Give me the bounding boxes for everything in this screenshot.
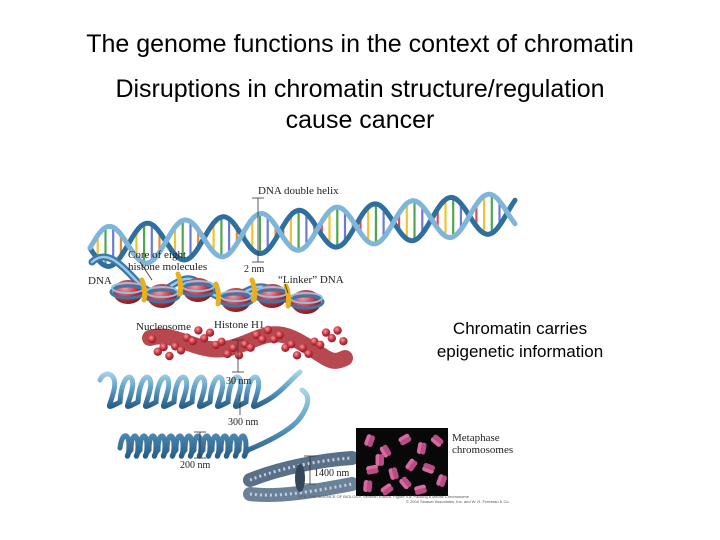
label-dna: DNA (88, 275, 112, 287)
epigenetic-note: Chromatin carries epigenetic information (400, 317, 640, 363)
label-metaphase-line-2: chromosomes (452, 444, 513, 456)
nucleosome-fiber (88, 253, 325, 314)
label-core-line-2: histone molecules (128, 261, 207, 273)
label-1400nm: 1400 nm (314, 468, 350, 479)
label-dna-double-helix: DNA double helix (258, 185, 339, 197)
three-hundred-nm-fiber (97, 369, 303, 409)
label-30nm: 30 nm (226, 376, 252, 387)
mitotic-chromosome (243, 451, 359, 503)
histone-h1 (249, 277, 258, 303)
slide-subtitle: Disruptions in chromatin structure/regul… (0, 74, 720, 136)
histone-h1 (139, 277, 148, 303)
label-nucleosome: Nucleosome (136, 321, 191, 333)
subtitle-line-2: cause cancer (285, 106, 435, 134)
label-300nm: 300 nm (228, 417, 259, 428)
label-core-line-1: Core of eight (128, 249, 186, 261)
note-line-2: epigenetic information (436, 342, 604, 361)
figure-credit-line-1: LIFE: THE SCIENCE OF BIOLOGY, Seventh Ed… (298, 494, 470, 499)
note-line-1: Chromatin carries (452, 319, 588, 338)
histone-h1 (213, 281, 222, 307)
histone-h1 (175, 271, 184, 297)
subtitle-line-1: Disruptions in chromatin structure/regul… (115, 75, 605, 103)
label-metaphase-line-1: Metaphase (452, 432, 500, 444)
thirty-nm-fiber (142, 325, 353, 369)
label-200nm: 200 nm (180, 460, 211, 471)
metaphase-chromosomes-photo (356, 428, 448, 496)
scale-markers (139, 197, 316, 485)
slide-title: The genome functions in the context of c… (86, 30, 634, 58)
label-histone-h1: Histone H1 (214, 319, 264, 331)
figure-credit-line-2: © 2004 Sinauer Associates, Inc. and W. H… (406, 499, 510, 504)
label-2nm: 2 nm (244, 264, 265, 275)
label-linker-dna: “Linker” DNA (278, 274, 344, 286)
two-hundred-nm-fiber (117, 387, 311, 459)
